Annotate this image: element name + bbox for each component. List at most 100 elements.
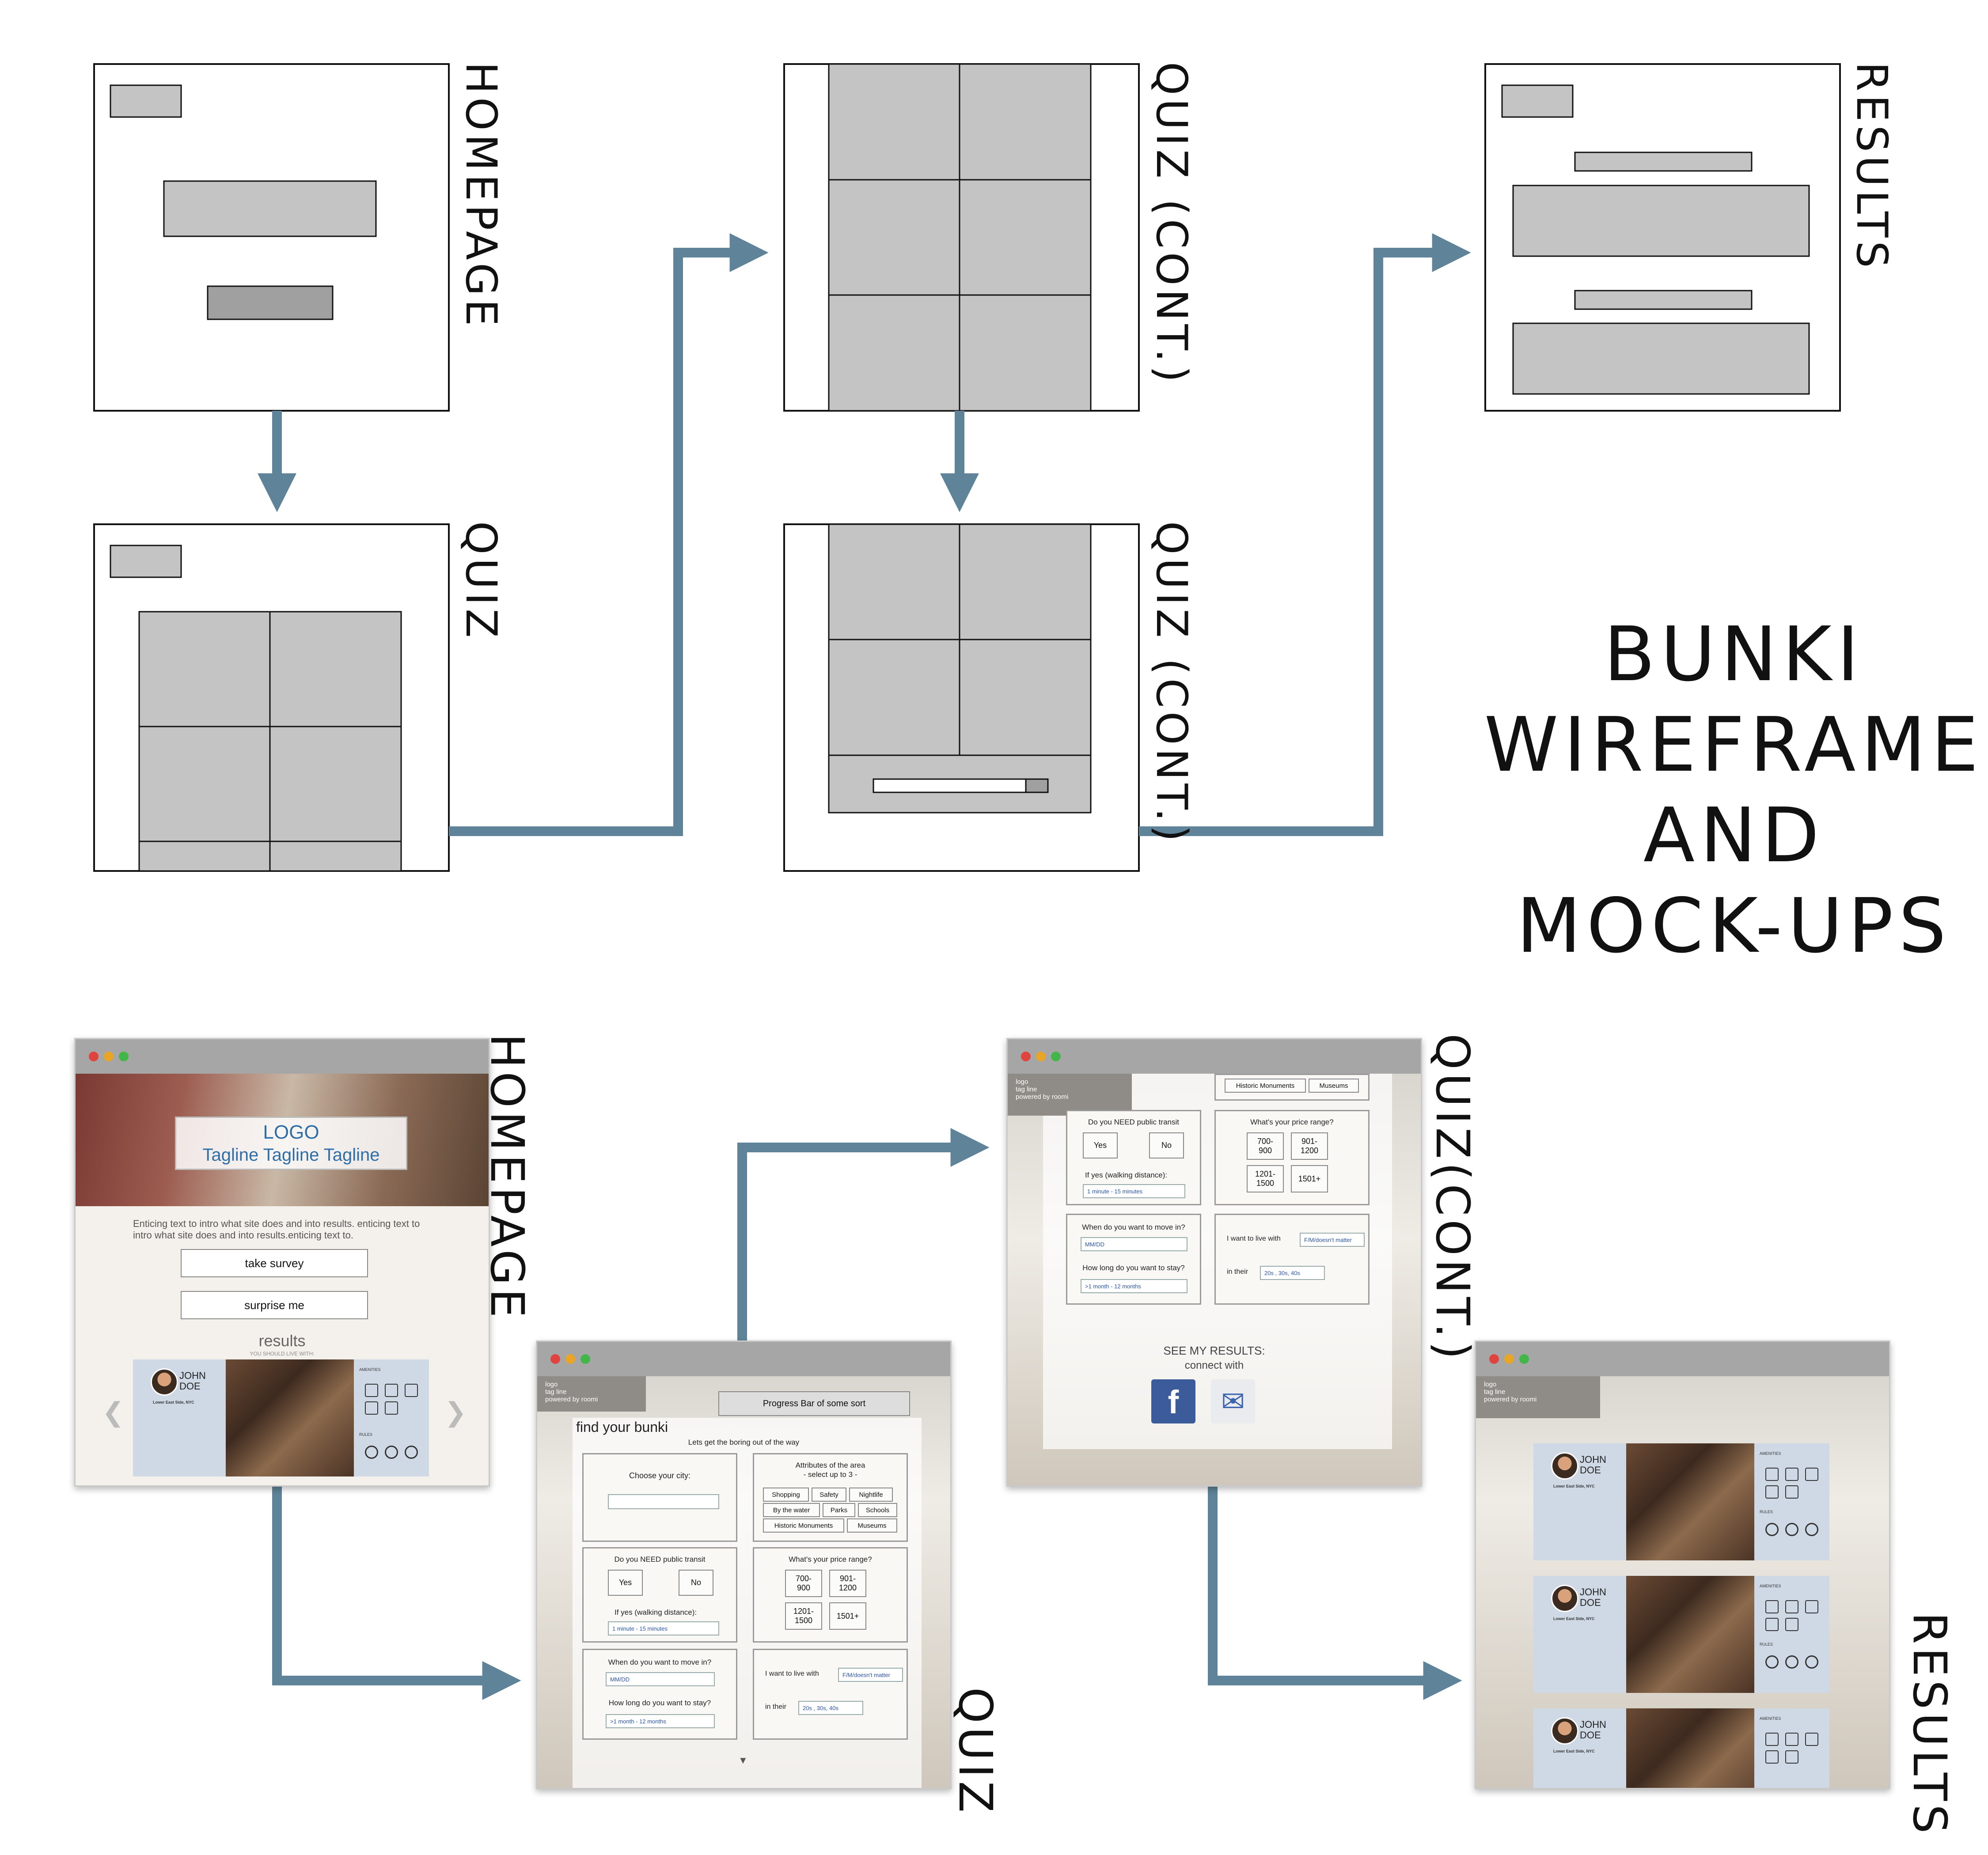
age-field[interactable]: 20s , 30s, 40s xyxy=(798,1701,863,1715)
transit-yes-button[interactable]: Yes xyxy=(608,1570,643,1596)
carousel-prev-icon[interactable]: ❮ xyxy=(102,1397,125,1427)
result-name: JOHN DOE xyxy=(1580,1454,1606,1476)
site-logo[interactable]: logo tag line powered by roomi xyxy=(537,1376,646,1412)
kitchen-icon xyxy=(1765,1750,1779,1764)
transit-yes-button[interactable]: Yes xyxy=(1083,1132,1118,1158)
city-select[interactable] xyxy=(608,1494,719,1509)
attr-safety[interactable]: Safety xyxy=(812,1488,846,1502)
price-901-1200[interactable]: 901- 1200 xyxy=(1291,1132,1328,1160)
attr-museums[interactable]: Museums xyxy=(1309,1079,1359,1093)
zoom-dot[interactable] xyxy=(1051,1052,1061,1061)
result-card[interactable]: JOHN DOE Lower East Side, NYC AMENITIES xyxy=(1533,1708,1829,1788)
close-dot[interactable] xyxy=(1489,1354,1499,1364)
attr-historic-monuments[interactable]: Historic Monuments xyxy=(763,1518,844,1533)
price-700-900[interactable]: 700- 900 xyxy=(785,1570,822,1597)
label-wire-quiz-cont-1: QUIZ (CONT.) xyxy=(1147,62,1196,386)
no-party-icon xyxy=(1805,1655,1818,1669)
attr-shopping[interactable]: Shopping xyxy=(763,1488,809,1502)
no-party-icon xyxy=(405,1446,418,1459)
mock-quiz-cont-window: logo tag line powered by roomi Historic … xyxy=(1006,1038,1422,1487)
label-mock-quiz: QUIZ xyxy=(948,1687,1002,1816)
close-dot[interactable] xyxy=(550,1354,560,1364)
wire-button-block xyxy=(207,285,334,320)
close-dot[interactable] xyxy=(89,1052,99,1061)
transit-no-button[interactable]: No xyxy=(679,1570,713,1596)
minimize-dot[interactable] xyxy=(1504,1354,1514,1364)
rules-label: RULES xyxy=(1760,1642,1773,1647)
zoom-dot[interactable] xyxy=(119,1052,129,1061)
price-901-1200[interactable]: 901- 1200 xyxy=(829,1570,866,1597)
scroll-down-icon[interactable]: ▼ xyxy=(738,1755,748,1766)
carousel-next-icon[interactable]: ❯ xyxy=(444,1397,467,1427)
progress-bar: Progress Bar of some sort xyxy=(718,1391,910,1416)
site-logo[interactable]: logo tag line powered by roomi xyxy=(1476,1376,1600,1418)
stay-field[interactable]: >1 month - 12 months xyxy=(1081,1279,1187,1293)
take-survey-button[interactable]: take survey xyxy=(181,1249,368,1277)
attr-by-the-water[interactable]: By the water xyxy=(763,1503,820,1517)
walk-field[interactable]: 1 minute - 15 minutes xyxy=(608,1621,719,1635)
wire-arrows xyxy=(258,233,1471,836)
attr-museums[interactable]: Museums xyxy=(847,1518,897,1533)
live-with-label: I want to live with xyxy=(765,1670,819,1677)
transit-no-button[interactable]: No xyxy=(1149,1132,1184,1158)
roommate-question: I want to live with F/M/doesn't matter i… xyxy=(753,1649,908,1740)
site-logo[interactable]: logo tag line powered by roomi xyxy=(1008,1074,1132,1116)
quiz-subheading: Lets get the boring out of the way xyxy=(688,1438,800,1446)
wireframe-results xyxy=(1484,63,1841,412)
avatar xyxy=(151,1368,178,1396)
price-700-900[interactable]: 700- 900 xyxy=(1247,1132,1284,1160)
city-label: Choose your city: xyxy=(629,1471,691,1480)
zoom-dot[interactable] xyxy=(580,1354,590,1364)
logo-text: logo xyxy=(1484,1381,1497,1388)
attr-parks[interactable]: Parks xyxy=(823,1503,855,1517)
powered-text: powered by roomi xyxy=(545,1396,598,1403)
move-date-field[interactable]: MM/DD xyxy=(1081,1237,1187,1251)
logo-text: logo xyxy=(545,1381,558,1388)
attr-historic-monuments[interactable]: Historic Monuments xyxy=(1225,1079,1306,1093)
tv-icon xyxy=(405,1384,418,1397)
roommate-question: I want to live with F/M/doesn't matter i… xyxy=(1214,1214,1370,1305)
attr-nightlife[interactable]: Nightlife xyxy=(849,1488,893,1502)
result-location: Lower East Side, NYC xyxy=(1553,1749,1595,1753)
stay-field[interactable]: >1 month - 12 months xyxy=(606,1714,715,1728)
logo-text: logo xyxy=(1016,1078,1028,1086)
mail-icon[interactable]: ✉ xyxy=(1211,1379,1255,1423)
powered-text: powered by roomi xyxy=(1484,1396,1537,1403)
results-heading: results xyxy=(258,1332,306,1350)
result-location: Lower East Side, NYC xyxy=(1553,1484,1595,1488)
result-location: Lower East Side, NYC xyxy=(1553,1616,1595,1621)
hero-logo-box: LOGO Tagline Tagline Tagline xyxy=(175,1117,407,1170)
title-line-4: MOCK-UPS xyxy=(1516,882,1952,970)
zoom-dot[interactable] xyxy=(1519,1354,1529,1364)
live-with-field[interactable]: F/M/doesn't matter xyxy=(838,1668,903,1682)
result-card[interactable]: JOHN DOE Lower East Side, NYC AMENITIES … xyxy=(1533,1443,1829,1560)
surprise-me-button[interactable]: surprise me xyxy=(181,1291,368,1319)
price-1501-plus[interactable]: 1501+ xyxy=(1291,1165,1328,1192)
no-smoking-icon xyxy=(1765,1523,1779,1536)
no-party-icon xyxy=(1805,1523,1818,1536)
storage-icon xyxy=(385,1401,398,1415)
arrow-quiz-to-cont1 xyxy=(449,233,769,836)
result-card[interactable]: JOHN DOE Lower East Side, NYC AMENITIES … xyxy=(1533,1576,1829,1693)
price-1201-1500[interactable]: 1201- 1500 xyxy=(1247,1165,1284,1192)
attr-schools[interactable]: Schools xyxy=(858,1503,897,1517)
price-1201-1500[interactable]: 1201- 1500 xyxy=(785,1602,822,1630)
live-with-field[interactable]: F/M/doesn't matter xyxy=(1300,1233,1365,1247)
move-question: When do you want to move in? MM/DD How l… xyxy=(1066,1214,1201,1305)
minimize-dot[interactable] xyxy=(565,1354,575,1364)
transit-label: Do you NEED public transit xyxy=(614,1555,706,1564)
title-line-1: BUNKI xyxy=(1604,611,1864,698)
amenities-label: AMENITIES xyxy=(359,1367,381,1372)
facebook-icon[interactable]: f xyxy=(1151,1379,1195,1423)
price-1501-plus[interactable]: 1501+ xyxy=(829,1602,866,1630)
result-card[interactable]: JOHN DOE Lower East Side, NYC AMENITIES … xyxy=(133,1359,429,1476)
age-field[interactable]: 20s , 30s, 40s xyxy=(1260,1266,1325,1280)
board-title: BUNKI WIREFRAME AND MOCK-UPS xyxy=(1458,610,1988,972)
move-date-field[interactable]: MM/DD xyxy=(606,1672,715,1686)
walk-field[interactable]: 1 minute - 15 minutes xyxy=(1083,1184,1185,1198)
minimize-dot[interactable] xyxy=(1036,1052,1046,1061)
walk-label: If yes (walking distance): xyxy=(1085,1171,1168,1179)
minimize-dot[interactable] xyxy=(104,1052,114,1061)
close-dot[interactable] xyxy=(1021,1052,1031,1061)
window-titlebar xyxy=(76,1039,489,1074)
